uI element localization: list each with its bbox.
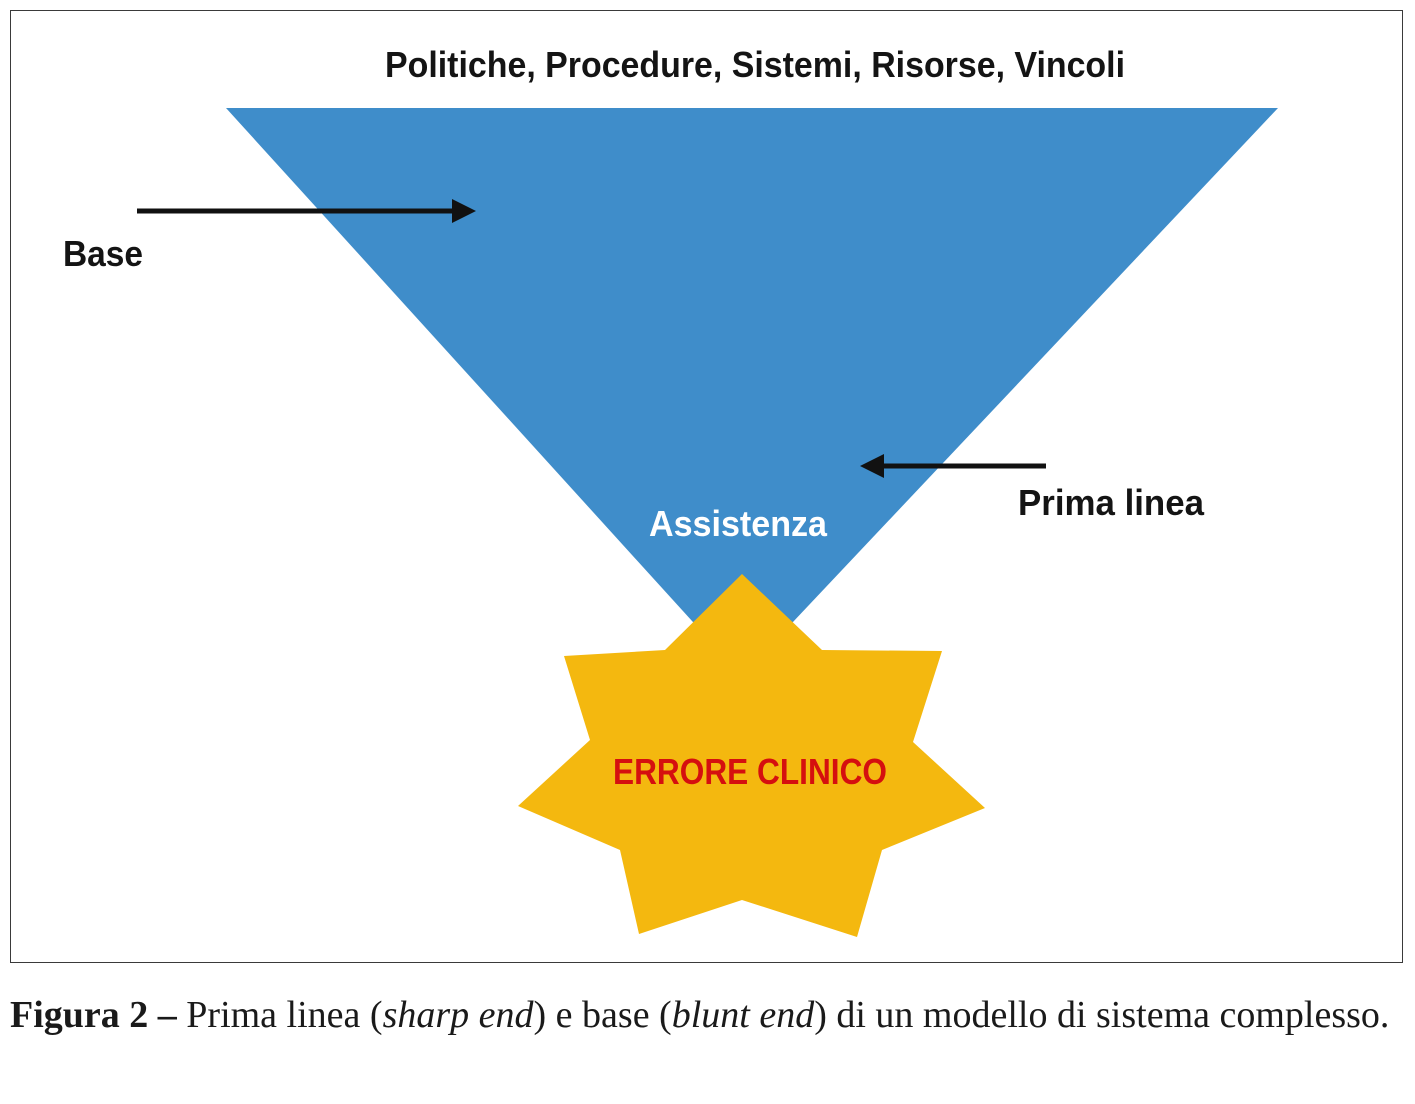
caption-text-1: Prima linea ( — [176, 994, 383, 1036]
caption-text-3: ) di un modello di sistema complesso. — [814, 994, 1390, 1036]
system-model-diagram: Politiche, Procedure, Sistemi, Risorse, … — [63, 44, 1278, 937]
inverted-triangle — [226, 108, 1278, 676]
base-arrow — [137, 199, 476, 223]
top-label: Politiche, Procedure, Sistemi, Risorse, … — [385, 44, 1125, 85]
caption-label: Figura 2 – — [10, 994, 177, 1036]
caption-sharp-end: sharp end — [382, 994, 534, 1036]
front-line-label: Prima linea — [1018, 482, 1205, 523]
caption-blunt-end: blunt end — [671, 994, 815, 1036]
error-star — [518, 574, 985, 937]
clinical-error-label: ERRORE CLINICO — [613, 751, 887, 792]
assistance-label: Assistenza — [649, 503, 828, 544]
caption-text-2: ) e base ( — [533, 994, 672, 1036]
figure-caption: Figura 2 – Prima linea (sharp end) e bas… — [10, 990, 1410, 1040]
base-label: Base — [63, 233, 143, 274]
front-line-arrow — [860, 454, 1046, 478]
